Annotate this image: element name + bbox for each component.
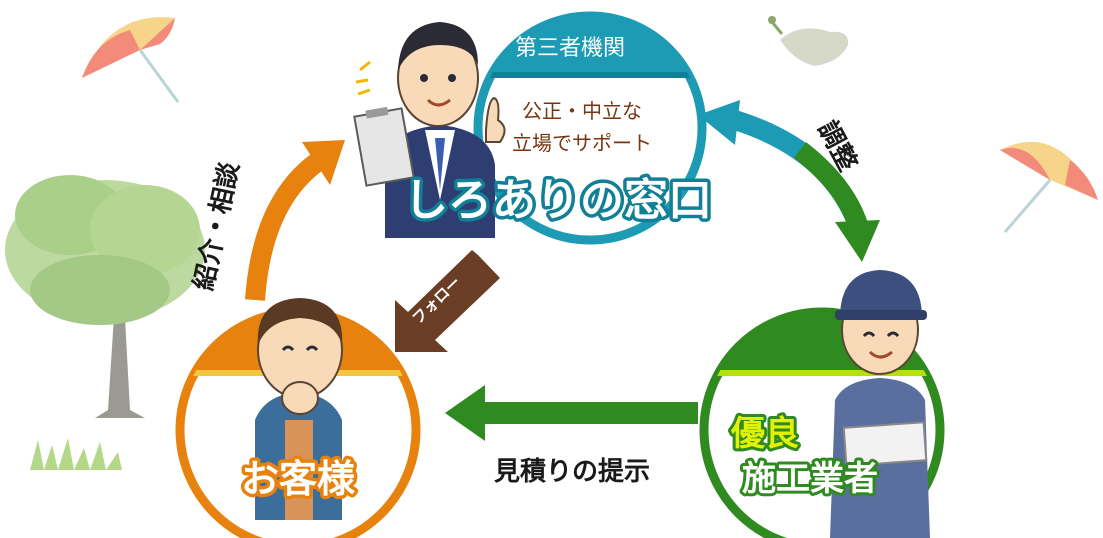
customer-name: お客様 — [241, 457, 356, 501]
grass-icon — [30, 438, 122, 470]
third-party-header: 第三者機関 — [515, 36, 625, 61]
contractor-illustration — [830, 270, 930, 538]
contractor-line1: 優良 — [730, 414, 799, 454]
third-party-subtitle-line1: 公正・中立な — [522, 99, 642, 123]
third-party-name: しろありの窓口 — [404, 175, 712, 226]
dove-icon — [768, 16, 849, 66]
arrow-referral — [245, 140, 345, 301]
umbrella-right-icon — [1000, 141, 1098, 233]
tree-icon — [5, 175, 205, 418]
arrow-estimate — [445, 385, 698, 441]
contractor-line2: 施工業者 — [742, 459, 878, 499]
umbrella-left-icon — [82, 17, 180, 103]
businessman-illustration — [353, 22, 506, 238]
arrow-adjust — [698, 100, 880, 262]
arrow-estimate-label: 見積りの提示 — [494, 457, 650, 487]
arrow-follow — [395, 250, 500, 352]
customer-illustration — [255, 298, 343, 520]
third-party-subtitle-line2: 立場でサポート — [512, 131, 652, 155]
